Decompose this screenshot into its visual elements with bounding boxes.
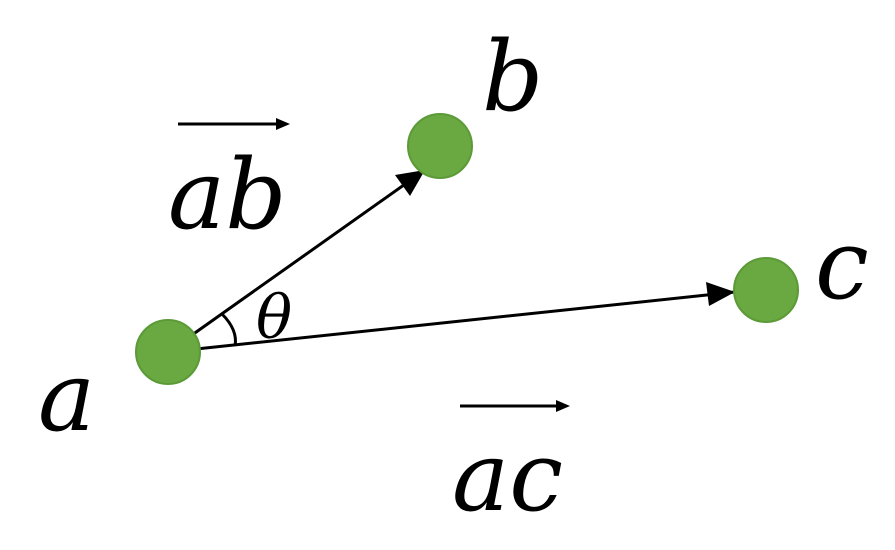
- vector-ab-arrowhead: [395, 170, 425, 196]
- node-a: [135, 319, 201, 385]
- node-b: [407, 113, 473, 179]
- angle-label-theta: θ: [256, 283, 292, 353]
- vector-ac-overarrow-head: [556, 400, 570, 412]
- vector-ac-label: ac: [452, 421, 563, 533]
- vector-ab-line: [167, 168, 426, 354]
- label-a: a: [38, 341, 95, 453]
- vector-ac-arrowhead: [706, 282, 735, 306]
- vector-ab-label: ab: [168, 139, 287, 251]
- label-b: b: [482, 21, 543, 133]
- vector-ac-line: [167, 290, 736, 354]
- angle-arc: [220, 312, 237, 347]
- label-c: c: [815, 209, 869, 321]
- node-c: [733, 257, 799, 323]
- vector-ab-overarrow-head: [276, 118, 290, 130]
